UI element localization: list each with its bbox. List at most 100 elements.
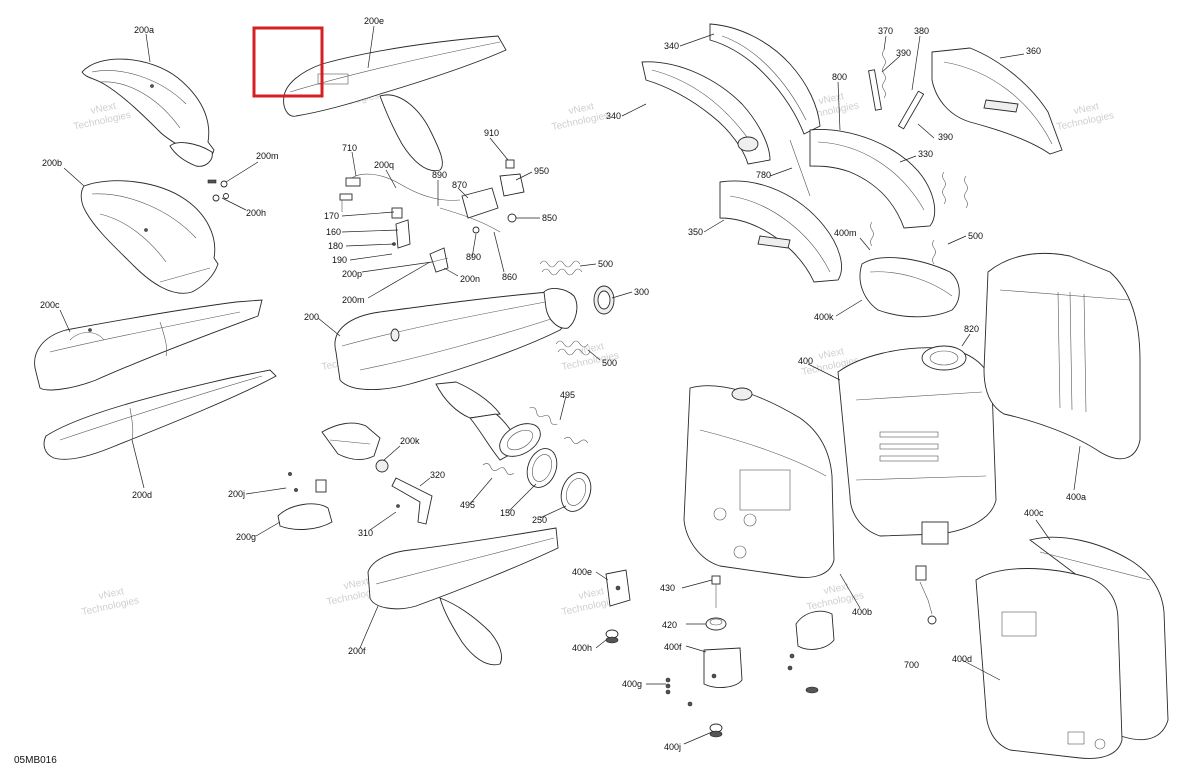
sensor-700 <box>915 565 937 625</box>
heat-shield-350 <box>719 180 842 283</box>
callout-label: 500 <box>598 259 613 269</box>
callout-label: 850 <box>542 213 557 223</box>
callout-label: 890 <box>432 170 447 180</box>
callout-label: 400j <box>664 742 681 752</box>
heat-shield-340-front <box>641 61 771 165</box>
callout-label: 890 <box>466 252 481 262</box>
bracket-170-190 <box>391 207 411 249</box>
washer-850 <box>507 213 517 223</box>
callout-label: 800 <box>832 72 847 82</box>
grommet-400j <box>709 723 723 738</box>
callout-label: 400f <box>664 642 682 652</box>
leader-lines <box>59 25 1081 745</box>
diagram-code: 05MB016 <box>14 755 57 766</box>
springs-500-right <box>870 171 968 265</box>
heat-shield-400k <box>859 257 960 318</box>
grommet-400h <box>605 629 619 644</box>
callout-label: 170 <box>324 211 339 221</box>
callout-label: 700 <box>904 660 919 670</box>
heat-shield-200c <box>34 299 263 391</box>
watermark-line1: vNext <box>578 341 606 357</box>
bracket-320 <box>391 477 433 525</box>
isolator-420 <box>705 617 727 631</box>
callout-label: 320 <box>430 470 445 480</box>
callout-label: 180 <box>328 241 343 251</box>
muffler-cover-200e <box>283 35 507 172</box>
sensor-910 <box>499 159 525 197</box>
callout-label: 330 <box>918 149 933 159</box>
heat-shield-200d <box>43 369 277 460</box>
watermark-line1: vNext <box>98 586 126 602</box>
callout-label: 200d <box>132 490 152 500</box>
callout-label: 340 <box>664 41 679 51</box>
callout-label: 500 <box>968 231 983 241</box>
flange-300 <box>543 285 615 329</box>
callout-label: 200e <box>364 16 384 26</box>
fastener-200h <box>212 193 229 202</box>
callout-label: 200a <box>134 25 154 35</box>
callout-label: 400h <box>572 643 592 653</box>
bolt-430 <box>711 575 721 608</box>
watermark-line1: vNext <box>578 586 606 602</box>
callout-label: 250 <box>532 515 547 525</box>
callout-label: 495 <box>560 390 575 400</box>
clamp-200p <box>429 247 449 273</box>
callout-label: 160 <box>326 227 341 237</box>
heat-shield-400b <box>683 385 835 578</box>
springs-500 <box>539 260 591 356</box>
hanger-200g <box>277 472 333 530</box>
callout-label: 780 <box>756 170 771 180</box>
callout-label: 340 <box>606 111 621 121</box>
heat-shield-400d <box>975 568 1123 759</box>
watermark-line1: vNext <box>1073 101 1101 117</box>
callout-label: 200p <box>342 269 362 279</box>
callout-label: 400e <box>572 567 592 577</box>
springs-495 <box>482 407 588 476</box>
callout-label: 400m <box>834 228 857 238</box>
callout-label: 200c <box>40 300 60 310</box>
callout-label: 400a <box>1066 492 1086 502</box>
callout-label: 200 <box>304 312 319 322</box>
callout-label: 420 <box>662 620 677 630</box>
bracket-200k-left <box>321 422 389 473</box>
watermark-line1: vNext <box>343 576 371 592</box>
heat-shield-200b <box>80 180 219 294</box>
callout-label: 500 <box>602 358 617 368</box>
callout-label: 820 <box>964 324 979 334</box>
callout-label: 400k <box>814 312 834 322</box>
fasteners-400g <box>665 677 693 707</box>
oxygen-sensor-710 <box>339 173 461 212</box>
heat-shield-400c <box>1028 536 1169 741</box>
callout-label: 495 <box>460 500 475 510</box>
heat-shield-200f <box>367 527 559 666</box>
callout-label: 200n <box>460 274 480 284</box>
callout-label: 400d <box>952 654 972 664</box>
callout-label: 390 <box>938 132 953 142</box>
callout-label: 200f <box>348 646 366 656</box>
callout-label: 370 <box>878 26 893 36</box>
callout-label: 150 <box>500 508 515 518</box>
callout-label: 310 <box>358 528 373 538</box>
callout-label: 390 <box>896 48 911 58</box>
resonator-400 <box>837 345 997 545</box>
watermark-line1: vNext <box>90 101 118 117</box>
heat-shield-400a <box>983 252 1141 460</box>
callout-label: 200g <box>236 532 256 542</box>
callout-label: 400b <box>852 607 872 617</box>
watermark-line1: vNext <box>568 101 596 117</box>
callout-label: 200b <box>42 158 62 168</box>
callout-label: 200h <box>246 208 266 218</box>
fastener-200m <box>207 179 228 188</box>
mount-400e <box>605 569 631 607</box>
heat-shield-200a <box>81 58 215 167</box>
inlet-pipe-200k <box>499 423 541 457</box>
bracket-400f <box>703 647 743 688</box>
heat-shield-330 <box>789 129 936 229</box>
rings-150-250 <box>526 448 592 512</box>
callout-label: 200q <box>374 160 394 170</box>
callout-label: 400c <box>1024 508 1044 518</box>
callout-label: 860 <box>502 272 517 282</box>
highlight-box <box>252 26 324 98</box>
callout-label: 910 <box>484 128 499 138</box>
